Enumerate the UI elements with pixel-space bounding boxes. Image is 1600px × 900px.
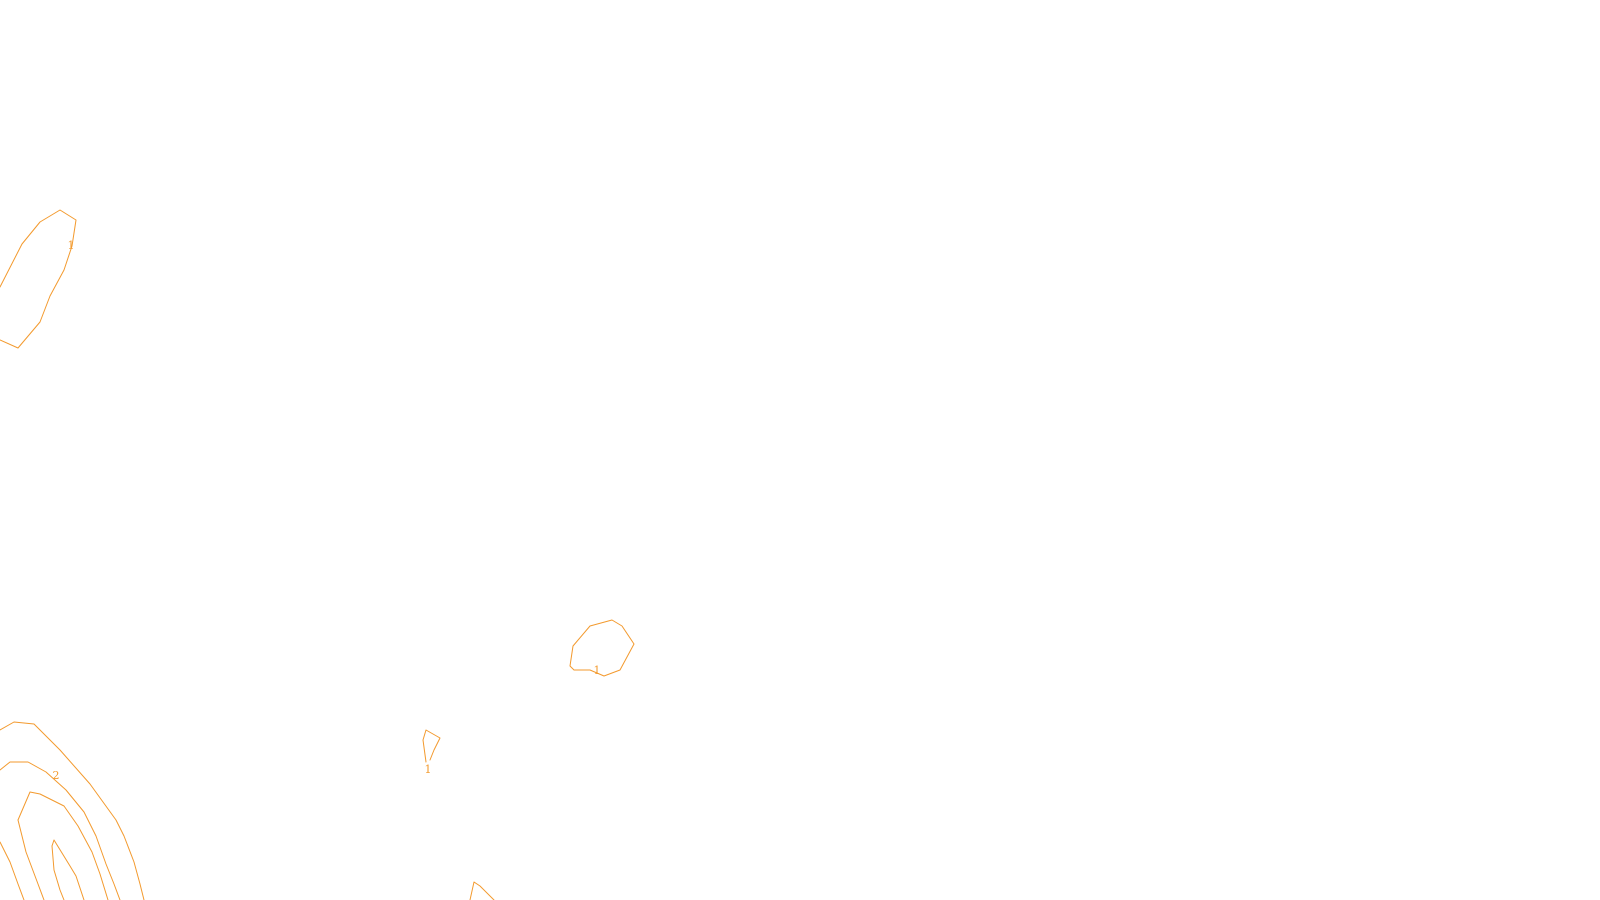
- contour-line-small-center-left: [422, 729, 441, 763]
- contour-label-top-left: 1: [68, 239, 75, 252]
- contour-label-center: 1: [594, 664, 601, 677]
- contour-line-bottom-left-outer: [0, 721, 145, 900]
- contour-line-bottom-left-inner-2: [51, 839, 85, 900]
- contour-label-small-center-left: 1: [425, 763, 432, 776]
- contour-label-bottom-left: 2: [53, 769, 60, 782]
- contour-line-bottom-left-inner-1: [17, 791, 109, 900]
- contour-line-bottom-left-edge-1: [0, 841, 25, 900]
- contour-line-bottom-left-edge-2: [17, 819, 45, 900]
- contour-line-bottom-left-edge-3: [51, 845, 65, 900]
- contour-line-bottom-center: [469, 881, 495, 900]
- contour-line-top-left: [0, 209, 77, 349]
- contour-line-center: [569, 619, 635, 677]
- contour-line-bottom-left-level-2: [0, 761, 121, 900]
